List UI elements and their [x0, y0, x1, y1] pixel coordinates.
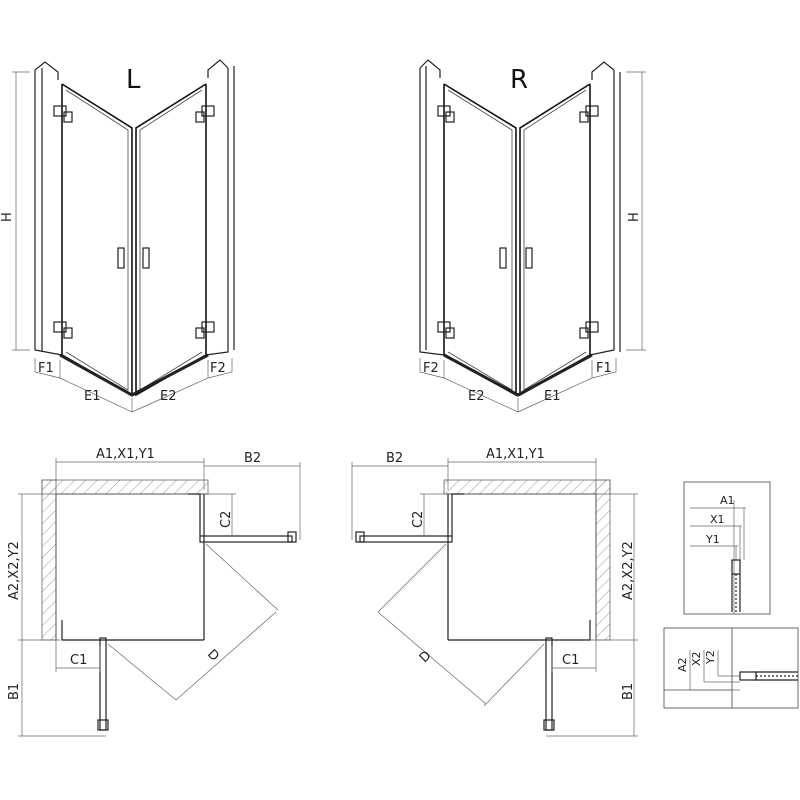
- hinge-icon: [201, 321, 215, 333]
- view-label-left: L: [126, 65, 141, 95]
- handle-icon: [499, 247, 507, 269]
- detail-top-y: Y1: [705, 533, 720, 546]
- dim-c1-left: C1: [70, 653, 87, 668]
- hinge-icon: [201, 105, 215, 117]
- dim-e2-left: E2: [160, 389, 177, 404]
- dim-a2-right: A2,X2,Y2: [621, 541, 636, 600]
- dim-d-right: D: [417, 648, 435, 666]
- hinge-icon: [437, 321, 451, 333]
- detail-top-x: X1: [710, 513, 725, 526]
- dim-a-left: A1,X1,Y1: [96, 447, 155, 462]
- hinge-icon: [585, 321, 599, 333]
- detail-bottom-x: X2: [690, 651, 703, 666]
- dim-e1-left: E1: [84, 389, 101, 404]
- handle-icon: [117, 247, 125, 269]
- dim-e2-right: E2: [468, 389, 485, 404]
- elevation-left: L H F1 E1 E2 F2: [0, 59, 235, 413]
- handle-icon: [142, 247, 150, 269]
- dim-f1-right: F1: [596, 361, 612, 376]
- handle-icon: [525, 247, 533, 269]
- elevation-right: R H F2 E2 E1 F1: [419, 59, 646, 413]
- detail-bottom-y: Y2: [704, 650, 717, 665]
- dim-c2-left: C2: [219, 511, 234, 528]
- dim-e1-right: E1: [544, 389, 561, 404]
- detail-bottom: A2 X2 Y2: [663, 627, 799, 709]
- dim-a-right: A1,X1,Y1: [486, 447, 545, 462]
- dim-h-left: H: [0, 212, 15, 222]
- hinge-icon: [53, 105, 67, 117]
- dim-b1-left: B1: [7, 683, 22, 700]
- dim-f2-left: F2: [210, 361, 226, 376]
- dim-h-right: H: [627, 212, 642, 222]
- dim-b2-left: B2: [244, 451, 261, 466]
- dim-c1-right: C1: [562, 653, 579, 668]
- detail-bottom-a: A2: [676, 657, 689, 672]
- dim-a2-left: A2,X2,Y2: [7, 541, 22, 600]
- dim-f2-right: F2: [423, 361, 439, 376]
- detail-top: A1 X1 Y1: [683, 481, 771, 615]
- hinge-icon: [437, 105, 451, 117]
- plan-left: D A1,X1,Y1 B2 C2 A2,X2,Y2 B1 C1: [7, 447, 301, 737]
- plan-right: D A1,X1,Y1 B2 C2 A2,X2,Y2 B1 C1: [351, 447, 638, 737]
- detail-top-a: A1: [720, 494, 735, 507]
- hinge-icon: [585, 105, 599, 117]
- dim-b1-right: B1: [621, 683, 636, 700]
- hinge-icon: [53, 321, 67, 333]
- dim-c2-right: C2: [411, 511, 426, 528]
- dim-b2-right: B2: [386, 451, 403, 466]
- view-label-right: R: [510, 65, 528, 95]
- dim-f1-left: F1: [38, 361, 54, 376]
